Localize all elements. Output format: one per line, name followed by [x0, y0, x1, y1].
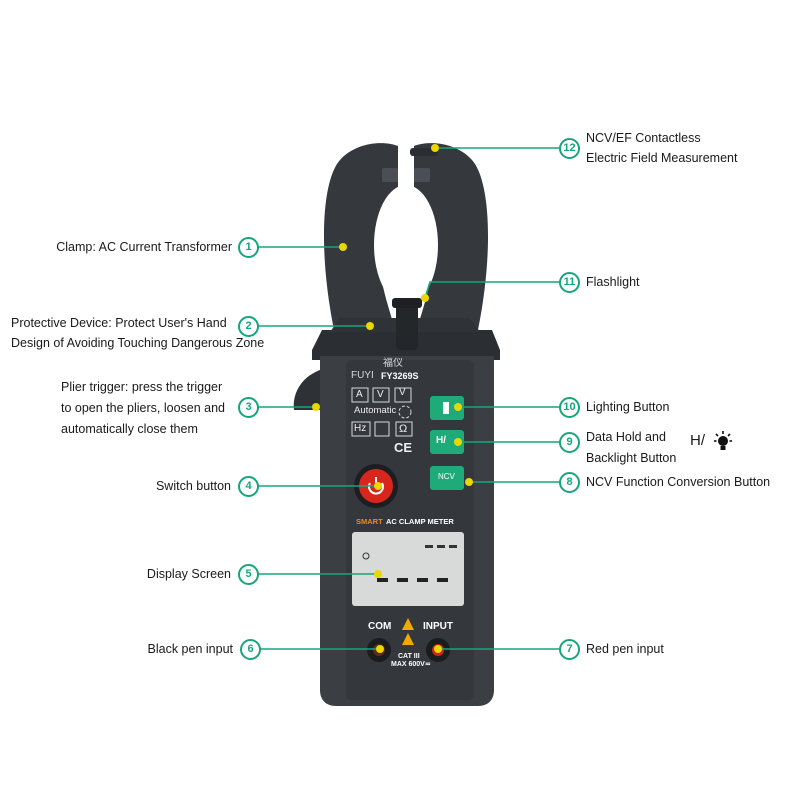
marker-dot — [434, 645, 442, 653]
marker-dot — [431, 144, 439, 152]
callout-label-switch: Switch button — [155, 479, 231, 493]
callout-label-guard-line1: Protective Device: Protect User's Hand — [11, 316, 227, 330]
callout-label-black-pen: Black pen input — [147, 642, 233, 656]
callout-label-display: Display Screen — [146, 567, 231, 581]
callout-number: 4 — [238, 476, 259, 497]
callout-number: 6 — [240, 639, 261, 660]
com-label: COM — [368, 621, 392, 632]
callout-label-trigger-line1: Plier trigger: press the trigger — [61, 380, 223, 394]
callout-number: 10 — [559, 397, 580, 418]
auto-label: Automatic — [354, 405, 397, 416]
callout-label-flashlight: Flashlight — [586, 275, 640, 289]
meter-brand: FUYI — [351, 370, 374, 381]
callout-number: 7 — [559, 639, 580, 660]
callout-label-hold-line1: Data Hold and — [586, 430, 666, 444]
callout-label-guard-line2: Design of Avoiding Touching Dangerous Zo… — [11, 336, 265, 350]
leader-lines — [240, 147, 561, 650]
clamp-jaw — [323, 143, 398, 330]
mode-ohm: Ω — [399, 423, 408, 435]
callout-number: 12 — [559, 138, 580, 159]
callout-label-clamp: Clamp: AC Current Transformer — [56, 240, 232, 254]
ncv-button-label: NCV — [438, 472, 455, 481]
hold-icon-text: H/ — [690, 432, 705, 449]
callout-number: 11 — [559, 272, 580, 293]
clamp-jaw — [414, 143, 489, 330]
callout-label-hold-line2: Backlight Button — [586, 451, 677, 465]
flashlight-post — [396, 302, 418, 350]
callout-number: 5 — [238, 564, 259, 585]
callout-number: 9 — [559, 432, 580, 453]
callout-number: 2 — [238, 316, 259, 337]
marker-dot — [421, 294, 429, 302]
meter-model: FY3269S — [381, 371, 419, 381]
hold-button-label: H/ — [436, 435, 446, 446]
callout-number: 1 — [238, 237, 259, 258]
mode-v-low: V — [399, 387, 406, 398]
mode-v: V — [377, 389, 384, 400]
marker-dot — [376, 645, 384, 653]
marker-dot — [312, 403, 320, 411]
marker-dot — [366, 322, 374, 330]
marker-dot — [465, 478, 473, 486]
plier-trigger — [293, 368, 326, 410]
callout-label-trigger-line3: automatically close them — [61, 422, 198, 436]
callout-label-ncv-button: NCV Function Conversion Button — [586, 475, 771, 489]
marker-dot — [339, 243, 347, 251]
mode-hz: Hz — [354, 423, 367, 434]
input-label: INPUT — [423, 621, 453, 632]
strip-smart: SMART — [356, 517, 383, 526]
backlight-bulb-icon — [714, 431, 732, 450]
mode-a: A — [356, 389, 363, 400]
callout-label-ncv-line1: NCV/EF Contactless — [586, 131, 701, 145]
ncv-button — [430, 466, 464, 490]
callout-number: 3 — [238, 397, 259, 418]
marker-dot — [374, 570, 382, 578]
ce-mark: CE — [394, 440, 413, 455]
strip-title: AC CLAMP METER — [386, 517, 454, 526]
callout-label-ncv-line2: Electric Field Measurement — [586, 151, 738, 165]
marker-dot — [454, 438, 462, 446]
max-label: MAX 600V≂ — [391, 661, 431, 668]
hold-button — [430, 430, 464, 454]
callout-number: 8 — [559, 472, 580, 493]
clamp-opening — [374, 185, 438, 305]
callout-label-trigger-line2: to open the pliers, loosen and — [61, 401, 226, 415]
display-screen — [352, 532, 464, 606]
callout-label-lighting: Lighting Button — [586, 400, 670, 414]
meter-brand-cn: 福仪 — [383, 358, 403, 369]
callout-label-red-pen: Red pen input — [586, 642, 664, 656]
marker-dot — [374, 482, 382, 490]
marker-dot — [454, 403, 462, 411]
cat-label: CAT III — [398, 653, 420, 660]
